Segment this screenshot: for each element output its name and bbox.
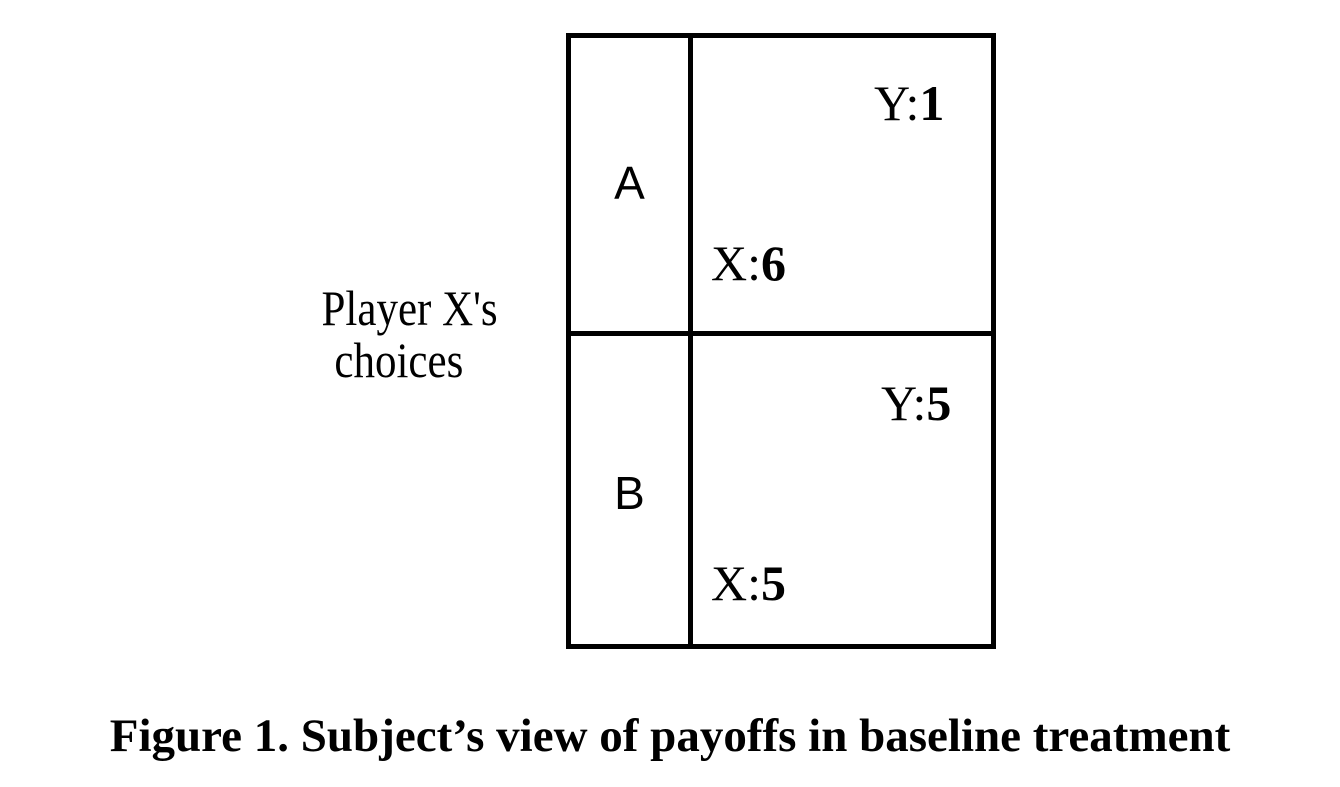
choice-b-label: B (614, 467, 645, 519)
payoff-y-row-a-value: 1 (919, 75, 945, 131)
choice-a-label: A (614, 157, 645, 209)
payoff-y-row-a-label: Y: (874, 75, 920, 131)
payoff-matrix: A B Y:1 X:6 Y:5 X:5 (566, 33, 996, 649)
payoff-x-row-b: X:5 (711, 558, 786, 608)
row-player-label-line2: choices (334, 332, 464, 388)
payoff-x-row-b-value: 5 (761, 555, 786, 611)
payoff-x-row-a-label: X: (711, 235, 761, 291)
payoff-y-row-b-label: Y: (881, 375, 927, 431)
payoff-x-row-b-label: X: (711, 555, 761, 611)
matrix-horizontal-divider (571, 331, 991, 336)
payoff-x-row-a-value: 6 (761, 235, 786, 291)
payoff-y-row-a: Y:1 (874, 78, 944, 128)
matrix-vertical-divider (688, 38, 693, 644)
payoff-y-row-b-value: 5 (926, 375, 952, 431)
row-player-label: Player X's choices (300, 282, 524, 386)
payoff-y-row-b: Y:5 (881, 378, 951, 428)
payoff-x-row-a: X:6 (711, 238, 786, 288)
figure-caption: Figure 1. Subject’s view of payoffs in b… (109, 710, 1231, 762)
row-player-label-line1: Player X's (321, 280, 498, 336)
